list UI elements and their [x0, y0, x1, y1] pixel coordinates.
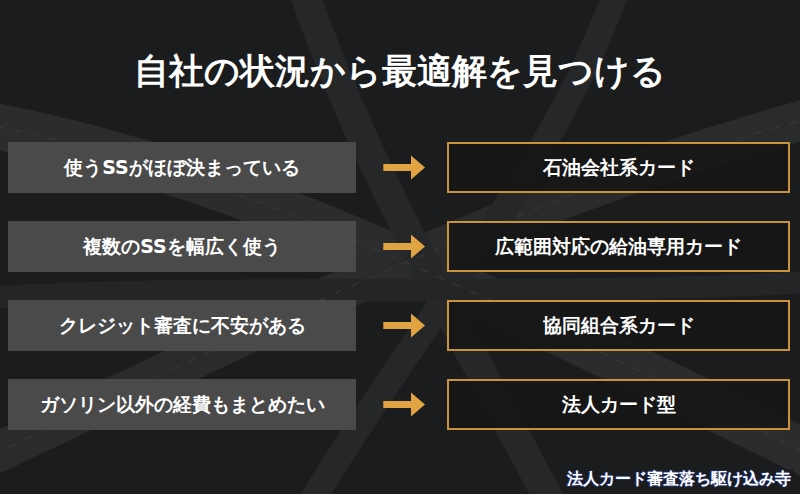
arrow-connector	[383, 156, 425, 180]
arrow-shape	[383, 235, 425, 259]
box-text: 広範囲対応の給油専用カード	[495, 234, 742, 260]
situation-box: 複数のSSを幅広く使う	[8, 221, 356, 272]
arrow-connector	[383, 235, 425, 259]
arrow-shape	[383, 393, 425, 417]
solution-box: 広範囲対応の給油専用カード	[447, 221, 790, 272]
box-text: 複数のSSを幅広く使う	[83, 234, 281, 260]
solution-box: 石油会社系カード	[447, 142, 790, 193]
box-text: クレジット審査に不安がある	[59, 313, 306, 339]
situation-box: クレジット審査に不安がある	[8, 300, 356, 351]
box-text: 協同組合系カード	[543, 313, 695, 339]
box-text: 使うSSがほぼ決まっている	[64, 155, 300, 181]
box-text: 法人カード型	[562, 392, 676, 418]
arrow-connector	[383, 393, 425, 417]
box-text: 石油会社系カード	[543, 155, 695, 181]
arrow-connector	[383, 314, 425, 338]
situation-box: ガソリン以外の経費もまとめたい	[8, 379, 356, 430]
situation-box: 使うSSがほぼ決まっている	[8, 142, 356, 193]
watermark: 法人カード審査落ち駆け込み寺	[564, 469, 794, 490]
solution-box: 法人カード型	[447, 379, 790, 430]
arrow-shape	[383, 156, 425, 180]
title: 自社の状況から最適解を見つける	[0, 48, 800, 95]
solution-box: 協同組合系カード	[447, 300, 790, 351]
box-text: ガソリン以外の経費もまとめたい	[40, 392, 325, 418]
arrow-shape	[383, 314, 425, 338]
